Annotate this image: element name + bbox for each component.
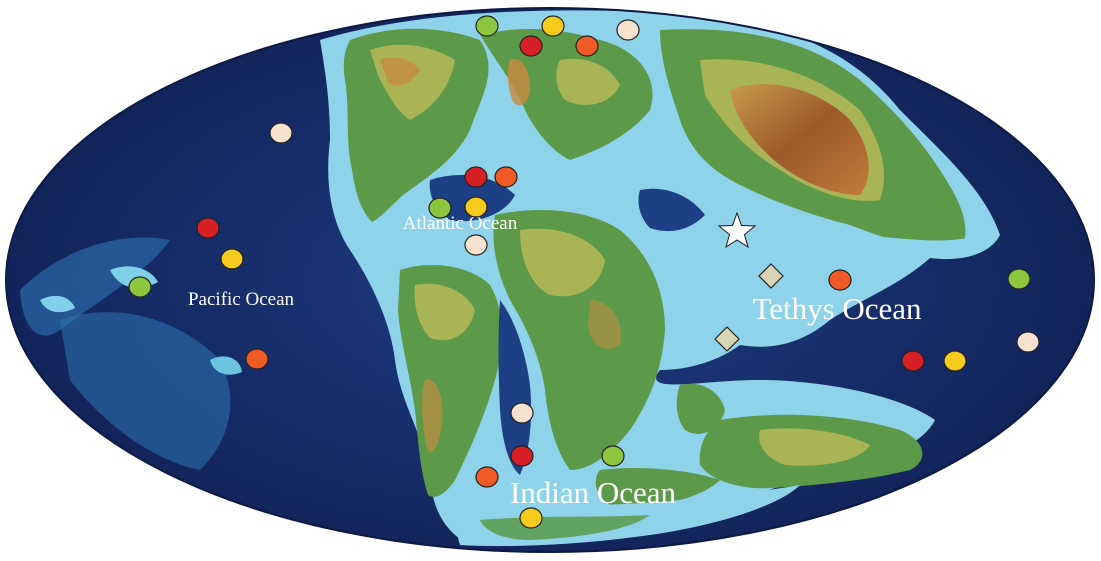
marker-orange[interactable] [828,269,852,291]
pacific-shelves [20,237,242,470]
marker-red[interactable] [510,445,534,467]
indian-ocean-label: Indian Ocean [510,475,677,510]
marker-green[interactable] [1007,268,1031,290]
globe-outline [5,7,1095,553]
marker-red[interactable] [901,350,925,372]
marker-yellow[interactable] [220,248,244,270]
marker-cream[interactable] [269,122,293,144]
marker-orange[interactable] [575,35,599,57]
marker-green[interactable] [428,197,452,219]
marker-cream[interactable] [1016,331,1040,353]
marker-orange[interactable] [475,466,499,488]
marker-yellow[interactable] [464,196,488,218]
marker-cream[interactable] [510,402,534,424]
site-markers [128,15,1040,529]
marker-green[interactable] [128,276,152,298]
marker-cream[interactable] [464,234,488,256]
atlantic-ocean-label: Atlantic Ocean [403,213,518,234]
tethys-ocean-label: Tethys Ocean [752,291,922,326]
marker-orange[interactable] [245,348,269,370]
marker-orange[interactable] [494,166,518,188]
marker-red[interactable] [464,166,488,188]
marker-yellow[interactable] [541,15,565,37]
marker-red[interactable] [196,217,220,239]
landmass-india [676,383,725,434]
marker-green[interactable] [475,15,499,37]
marker-red[interactable] [519,35,543,57]
marker-diamond[interactable] [758,263,784,289]
star-marker[interactable] [717,211,757,249]
pacific-ocean-label: Pacific Ocean [188,289,295,310]
asian-mountain-plateau [730,84,869,195]
marker-diamond[interactable] [714,326,740,352]
marker-yellow[interactable] [943,350,967,372]
marker-yellow[interactable] [519,507,543,529]
marker-cream[interactable] [616,19,640,41]
marker-green[interactable] [601,445,625,467]
